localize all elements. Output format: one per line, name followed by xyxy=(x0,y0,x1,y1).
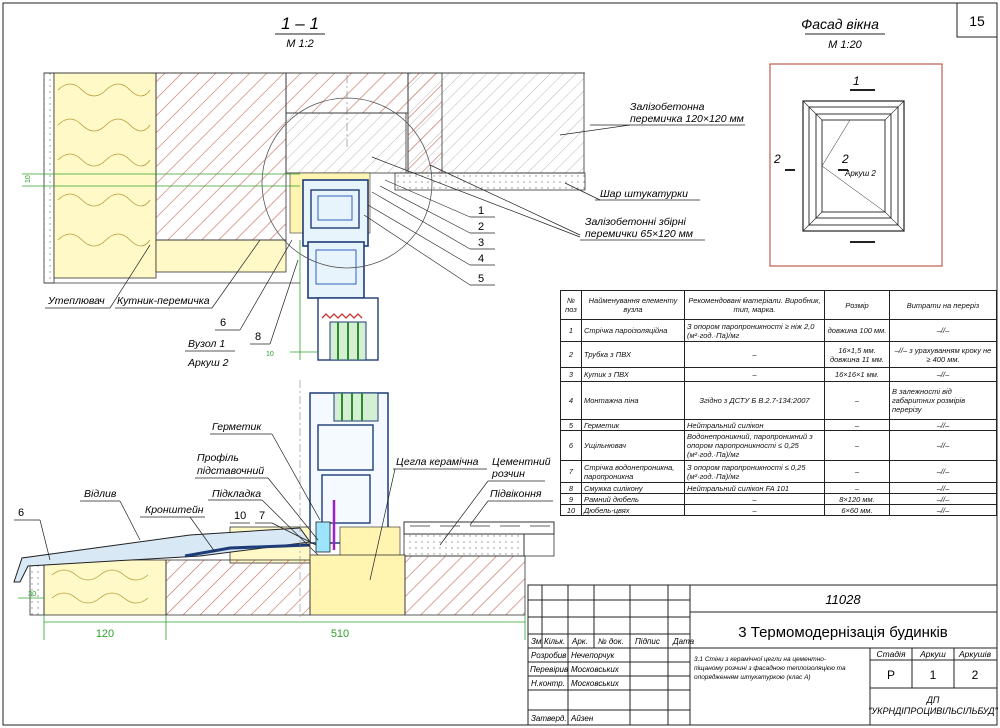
leader-3: 3 xyxy=(478,237,484,249)
label-pad: Підкладка xyxy=(212,488,261,500)
stamp-stage: Р xyxy=(887,668,895,682)
stamp-col-4: Підпис xyxy=(635,637,660,646)
leader-5: 5 xyxy=(478,273,484,285)
leader-8: 8 xyxy=(255,331,261,343)
dim-10-a: 10 xyxy=(25,175,32,183)
stamp-org-1: ДП xyxy=(926,695,940,705)
spec-h-size: Розмір xyxy=(824,290,890,320)
stamp-name-0: Нечепорчук xyxy=(571,651,615,660)
stamp-col-1: Кільк. xyxy=(544,637,565,646)
stamp-name-1: Московських xyxy=(571,665,620,674)
label-insulation: Утеплювач xyxy=(47,295,105,307)
stamp-role-2: Н.контр. xyxy=(531,679,565,688)
bottom-section-drawing xyxy=(13,380,555,640)
dim-510: 510 xyxy=(331,628,349,640)
stamp-title: 3 Термомодернізація будинків xyxy=(738,624,948,641)
stamp-code: 11028 xyxy=(825,592,861,607)
facade-sheet-ref: Аркуш 2 xyxy=(844,169,876,178)
label-corner: Кутник-перемичка xyxy=(117,295,210,307)
leader-numbers-top xyxy=(363,179,495,286)
svg-text:Фасад вікна: Фасад вікна xyxy=(801,16,879,32)
label-sealant: Герметик xyxy=(212,421,262,433)
svg-text:М 1:2: М 1:2 xyxy=(286,38,314,50)
leader-10: 10 xyxy=(234,510,246,522)
label-plaster: Шар штукатурки xyxy=(600,188,688,200)
stamp-sheets: 2 xyxy=(972,668,979,682)
stamp-name-2: Московських xyxy=(571,679,620,688)
stamp-desc: 3.1 Стіни з керамічної цегли на цементно… xyxy=(694,655,847,681)
label-sheet: Аркуш 2 xyxy=(187,357,229,369)
section-title: 1 – 1 М 1:2 xyxy=(275,14,325,50)
spec-h-mat: Рекомендовані матеріали. Виробник, тип, … xyxy=(684,290,825,320)
stamp-sheets-h: Аркушів xyxy=(958,649,992,659)
stamp-sheet: 1 xyxy=(930,668,937,682)
label-node: Вузол 1 xyxy=(188,338,225,350)
leader-6: 6 xyxy=(220,317,226,329)
spec-header: № поз Найменування елементу вузла Рекоме… xyxy=(560,290,997,320)
dim-120: 120 xyxy=(96,628,114,640)
stamp-role-1: Перевірив xyxy=(530,665,568,674)
spec-table: № поз Найменування елементу вузла Рекоме… xyxy=(560,290,997,516)
spec-h-use: Витрати на переріз xyxy=(889,290,997,320)
svg-text:1 – 1: 1 – 1 xyxy=(281,14,319,33)
title-block xyxy=(527,584,998,726)
dim-10-b: 10 xyxy=(266,351,274,358)
stamp-stage-h: Стадія xyxy=(877,649,906,659)
dim-30: 30 xyxy=(28,589,36,598)
spec-h-no: № поз xyxy=(560,290,582,320)
facade-mark-1: 1 xyxy=(853,74,860,88)
label-drip: Відлив xyxy=(84,488,117,500)
stamp-col-5: Дата xyxy=(672,637,695,646)
leader-1: 1 xyxy=(478,205,484,217)
stamp-col-3: № док. xyxy=(598,637,624,646)
svg-text:М 1:20: М 1:20 xyxy=(828,39,863,51)
facade-mark-2b: 2 xyxy=(841,152,849,166)
label-brick: Цегла керамічна xyxy=(396,456,479,468)
spec-h-name: Найменування елементу вузла xyxy=(581,290,685,320)
leader-7: 7 xyxy=(259,510,265,522)
stamp-col-2: Арк. xyxy=(571,637,588,646)
facade-mark-2: 2 xyxy=(773,152,781,166)
label-bracket: Кронштейн xyxy=(145,504,204,516)
label-sill: Підвіконня xyxy=(490,488,542,500)
leader-6b: 6 xyxy=(18,507,24,519)
stamp-col-0: Зм. xyxy=(531,637,544,646)
stamp-role-0: Розробив xyxy=(531,651,566,660)
sheet-number: 15 xyxy=(969,13,985,29)
stamp-role-3: Затверд. xyxy=(531,714,567,723)
top-section-drawing xyxy=(22,72,586,361)
stamp-sheet-h: Аркуш xyxy=(919,649,946,659)
stamp-org-2: "УКРНДІПРОЦИВІЛЬСІЛЬБУД" xyxy=(868,706,998,716)
leader-4: 4 xyxy=(478,253,484,265)
stamp-name-3: Айзен xyxy=(570,714,594,723)
leader-2: 2 xyxy=(478,221,484,233)
facade-view: Фасад вікна М 1:20 xyxy=(769,16,943,267)
